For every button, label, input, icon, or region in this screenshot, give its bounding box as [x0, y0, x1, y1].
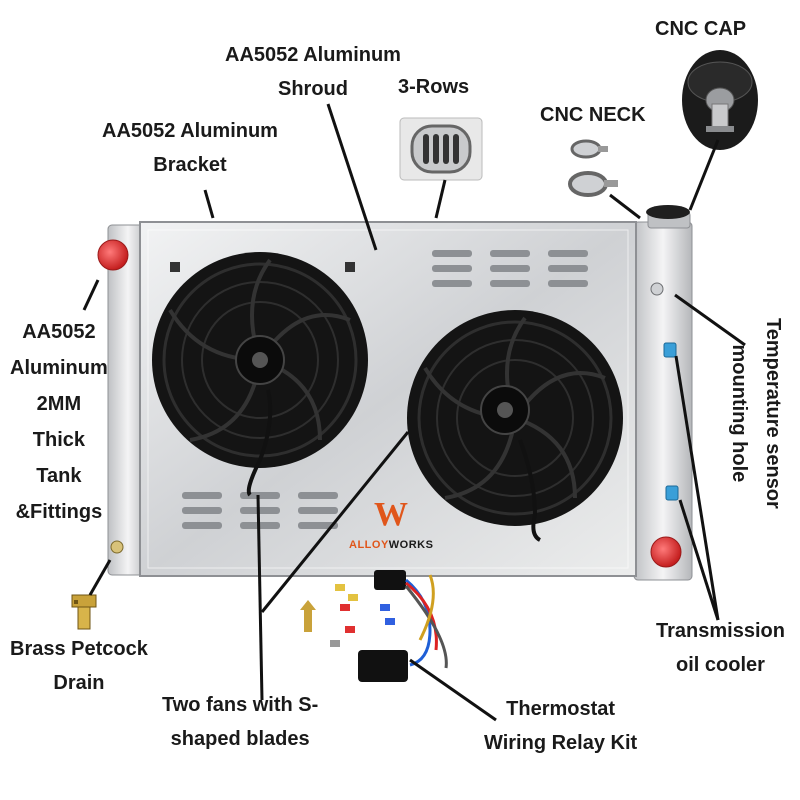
right-red-cap — [650, 536, 682, 568]
leader-lines — [82, 103, 746, 722]
trans-fitting-lower — [665, 485, 679, 501]
temp-sensor-hole — [650, 282, 664, 296]
label-relay-kit: Thermostat Wiring Relay Kit — [484, 698, 638, 754]
left-red-cap — [97, 239, 129, 271]
filler-cap — [646, 205, 690, 219]
fan-right — [407, 310, 623, 542]
label-petcock: Brass Petcock Drain — [10, 638, 148, 694]
label-cnc-neck: CNC NECK — [540, 104, 646, 126]
brand-logo-letter: W — [374, 496, 409, 533]
label-three-rows: 3-Rows — [398, 76, 470, 98]
label-tank: AA5052 Aluminum 2MM Thick Tank &Fittings — [10, 321, 108, 523]
brand-name: ALLOYWORKS — [349, 539, 434, 551]
cnc-cap-photo — [682, 50, 758, 150]
trans-fitting-upper — [663, 342, 677, 358]
bottom-vents — [182, 492, 338, 529]
label-shroud: AA5052 Aluminum Shroud — [225, 44, 401, 100]
top-vents — [432, 250, 588, 287]
relay-kit-photo — [300, 570, 448, 682]
label-fans: Two fans with S- shaped blades — [162, 694, 319, 750]
brass-petcock-photo — [71, 594, 97, 630]
right-tank — [633, 205, 693, 581]
petcock-fitting — [110, 540, 124, 554]
cnc-neck-photo — [568, 139, 618, 197]
three-rows-inset — [399, 117, 483, 181]
fan-left — [152, 252, 368, 497]
label-temp-sensor: Temperature sensor mounting hole — [728, 318, 784, 509]
terminal-connectors — [330, 584, 395, 647]
label-trans-cooler: Transmission oil cooler — [656, 620, 785, 676]
label-cnc-cap: CNC CAP — [655, 18, 747, 40]
label-bracket: AA5052 Aluminum Bracket — [102, 120, 278, 176]
